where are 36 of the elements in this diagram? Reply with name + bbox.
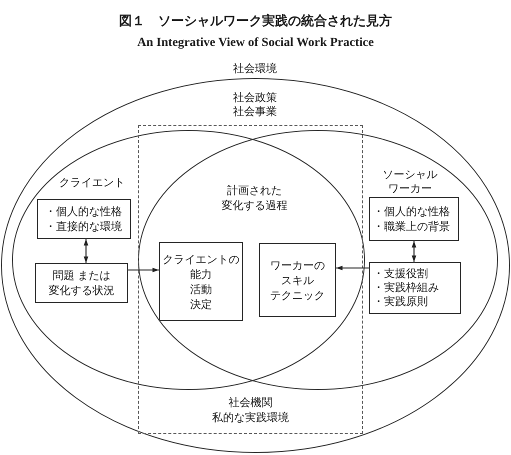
- double-arrow: [84, 239, 88, 263]
- info-box: [369, 262, 461, 314]
- region-label: 私的な実践環境: [212, 411, 289, 425]
- box-text: クライエントの: [162, 252, 240, 266]
- arrow: [128, 268, 159, 272]
- box-text: 活動: [190, 282, 212, 296]
- region-label: 社会環境: [233, 62, 277, 76]
- list-item: ・直接的な環境: [45, 219, 122, 234]
- list-item: ・支援役割: [373, 267, 428, 281]
- box-text: スキル: [281, 272, 314, 288]
- box-text: ワーカーの: [270, 258, 325, 272]
- box-text: 問題 または変化する状況: [48, 268, 116, 298]
- box-text: 決定: [190, 296, 212, 312]
- list-item: ・職業上の背景: [373, 219, 450, 234]
- region-label: 社会機関: [228, 396, 272, 410]
- info-box: [37, 199, 131, 239]
- list-item: ・実践原則: [373, 295, 428, 309]
- box-text: 能力: [190, 266, 212, 282]
- list-item: ・実践枠組み: [373, 281, 439, 295]
- arrow: [336, 266, 369, 270]
- region-label: ソーシャルワーカー: [382, 168, 438, 196]
- dashed-region: [138, 125, 363, 434]
- info-box: [369, 197, 459, 241]
- title: 図１ ソーシャルワーク実践の統合された見方: [119, 13, 392, 30]
- info-box: [35, 263, 128, 303]
- list-item: ・個人的な性格: [45, 204, 122, 219]
- center-label: 計画された変化する過程: [221, 183, 288, 213]
- region-label: クライエント: [59, 176, 125, 190]
- region-label: 社会政策: [233, 91, 277, 105]
- info-box: [259, 243, 336, 317]
- info-box: [159, 242, 243, 321]
- subtitle: An Integrative View of Social Work Practice: [137, 34, 374, 50]
- double-arrow: [412, 241, 416, 262]
- box-text: テクニック: [270, 288, 325, 302]
- list-item: ・個人的な性格: [373, 204, 450, 219]
- region-label: 社会事業: [233, 105, 277, 119]
